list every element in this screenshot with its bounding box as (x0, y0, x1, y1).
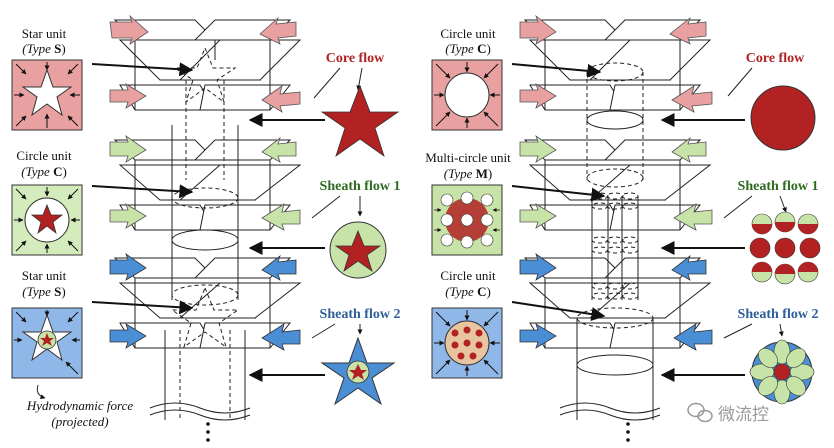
left-panel: Star unit (Type S) Circle unit (Type C) … (11, 14, 401, 442)
hydrodynamic-force-label: Hydrodynamic force (26, 398, 133, 413)
right-unit-2-name: Multi-circle unit (425, 150, 511, 165)
right-unit-3-type: (Type C) (445, 284, 491, 299)
sheath-flow-2-flower (749, 339, 815, 405)
circle-shape (444, 72, 490, 118)
inlet-arrow (669, 16, 707, 45)
watermark-text: 微流控 (718, 405, 769, 425)
projected-label: (projected) (51, 414, 108, 429)
unit-arrow (511, 185, 606, 202)
left-unit-2-type: (Type C) (21, 164, 67, 179)
callout-line (313, 67, 341, 99)
inlet-arrow (519, 203, 557, 229)
callout-line (723, 195, 753, 219)
left-sheath-flow-2-label: Sheath flow 2 (320, 307, 401, 322)
inlet-arrow (261, 85, 301, 113)
inlet-arrow (109, 14, 149, 45)
unit-arrow (511, 63, 602, 78)
left-stage-2 (113, 139, 302, 231)
inlet-arrow (109, 252, 147, 281)
left-inlet-arrows (109, 14, 301, 351)
sheath-flow-2-shape (320, 336, 396, 406)
left-central-channel (149, 46, 251, 442)
inlet-arrow (261, 323, 301, 351)
left-unit-1-name: Star unit (22, 26, 67, 41)
right-sheath-flow-1-label: Sheath flow 1 (738, 179, 819, 194)
right-stage-2 (523, 139, 712, 231)
inlet-arrow (109, 323, 147, 349)
left-stage-1 (113, 19, 302, 111)
right-unit-3-box (431, 307, 503, 379)
left-unit-2-box (11, 184, 83, 256)
left-unit-3-type: (Type S) (22, 284, 65, 299)
unit-arrow (91, 184, 194, 199)
left-unit-2-name: Circle unit (16, 148, 72, 163)
inlet-arrow (673, 323, 713, 351)
inlet-arrow (519, 323, 557, 349)
right-unit-3-name: Circle unit (440, 268, 496, 283)
left-sheath-flow-1-label: Sheath flow 1 (320, 179, 401, 194)
wechat-icon (687, 402, 713, 423)
callout-line (311, 323, 336, 339)
right-inlet-arrows (519, 14, 713, 351)
sheath-flow-1-shape (329, 221, 387, 279)
sheath-flow-1-multi (749, 211, 821, 285)
inlet-arrow (261, 136, 297, 163)
left-core-flow-label: Core flow (326, 51, 385, 66)
callout-line (723, 323, 753, 339)
unit-arrow (91, 300, 194, 315)
right-unit-2-type: (Type M) (444, 166, 493, 181)
inlet-arrow (671, 136, 707, 163)
star-shape (30, 203, 64, 235)
left-device (109, 14, 302, 442)
right-panel: Circle unit (Type C) Multi-circle unit (… (425, 14, 821, 442)
right-stage-1 (523, 19, 712, 111)
core-flow-circle (750, 85, 816, 151)
left-unit-1-box (11, 59, 83, 131)
left-unit-3-box (11, 307, 83, 379)
left-unit-1-type: (Type S) (22, 41, 65, 56)
star-shape (21, 68, 73, 117)
inlet-arrow (109, 203, 147, 229)
inlet-arrow (261, 203, 301, 231)
right-device (519, 14, 713, 442)
unit-arrow (91, 62, 194, 77)
inlet-arrow (519, 134, 557, 163)
inlet-arrow (673, 203, 713, 231)
inlet-arrow (109, 83, 147, 109)
right-unit-1-type: (Type C) (445, 41, 491, 56)
multi-tube-group (591, 192, 639, 300)
inlet-arrow (671, 85, 713, 113)
core-flow-star (320, 84, 400, 158)
right-unit-2-box (431, 184, 503, 256)
inlet-arrow (109, 134, 147, 163)
right-central-channel (559, 62, 661, 442)
right-core-flow-label: Core flow (746, 51, 805, 66)
callout-line (311, 195, 341, 219)
right-sheath-flow-2-label: Sheath flow 2 (738, 307, 819, 322)
watermark: 微流控 (687, 402, 769, 425)
inlet-arrow (519, 252, 557, 281)
inlet-arrow (671, 254, 707, 281)
right-unit-1-box (431, 59, 503, 131)
left-unit-3-name: Star unit (22, 268, 67, 283)
callout-line (727, 67, 753, 97)
inlet-arrow (261, 254, 297, 281)
inlet-arrow (259, 16, 297, 45)
inlet-arrow (519, 14, 557, 45)
inlet-arrow (519, 83, 557, 109)
multi-circle-shape (440, 191, 494, 249)
right-unit-1-name: Circle unit (440, 26, 496, 41)
unit-arrow (511, 301, 606, 322)
